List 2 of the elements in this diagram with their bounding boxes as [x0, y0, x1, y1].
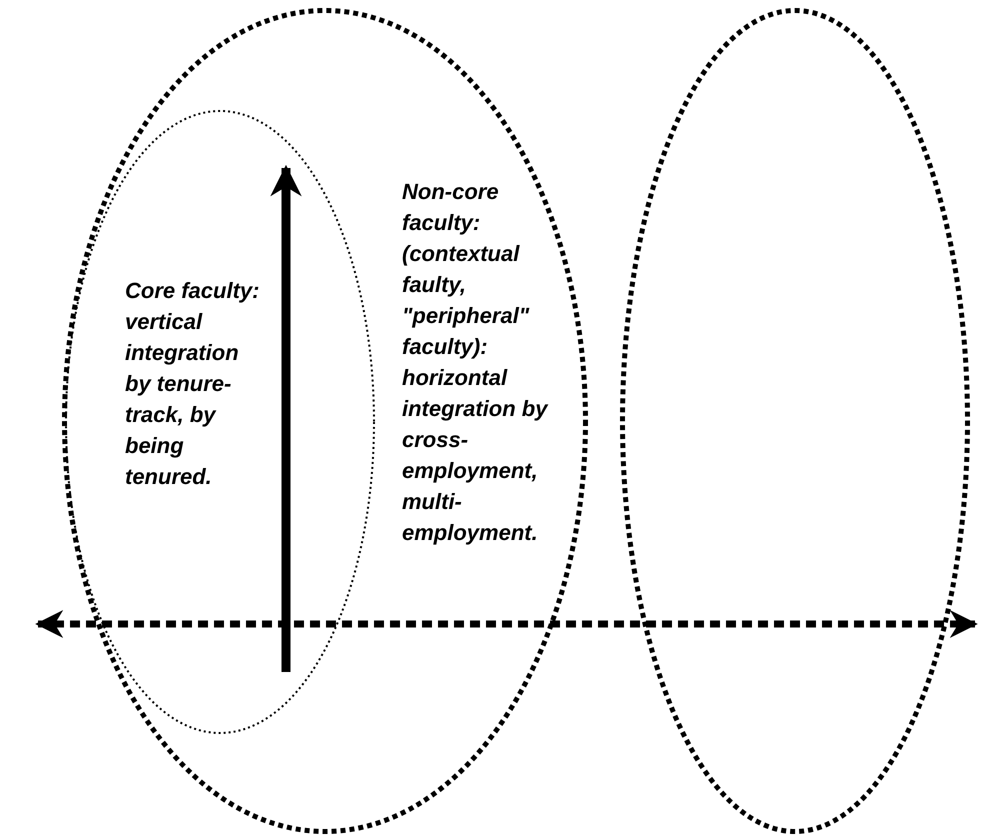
group-description: Non-core faculty: (contextual faulty, "peripheral" faculty): horizontal integration by cross-employment, multi-employment.: [402, 178, 550, 547]
group-description: Core faculty: vertical integration by tenure-track, by being tenured.: [125, 277, 260, 491]
